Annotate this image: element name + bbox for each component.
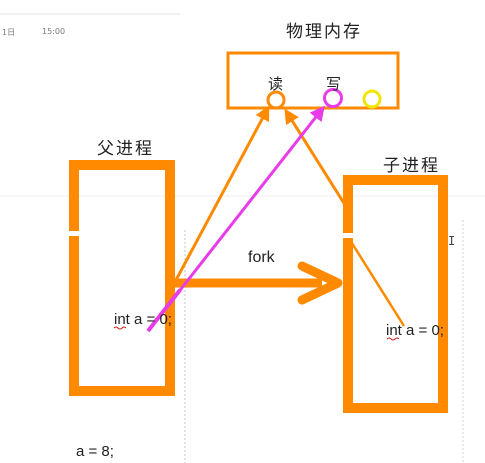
physical-memory-title: 物理内存 — [286, 22, 362, 42]
header-time: 15:00 — [42, 27, 66, 36]
new-copy-slot-circle — [362, 89, 382, 109]
write-slot-circle — [323, 88, 343, 108]
parent-process-box — [69, 160, 175, 396]
child-process-title: 子进程 — [383, 156, 440, 176]
spellcheck-underline-child — [386, 337, 400, 341]
child-variable-link — [348, 239, 406, 327]
child-process-box — [343, 175, 448, 413]
read-label: 读 — [268, 75, 284, 93]
child-box-gap — [342, 233, 354, 238]
parent-variable-stroke — [146, 288, 182, 333]
child-variable-code: int a = 0; — [386, 322, 444, 339]
write-label: 写 — [326, 75, 342, 93]
fork-arrow-head — [297, 261, 343, 305]
parent-box-gap — [68, 231, 80, 236]
parent-variable-code: int a = 0; — [114, 311, 172, 328]
parent-process-title: 父进程 — [97, 139, 154, 159]
text-cursor-icon: I — [448, 234, 456, 248]
spellcheck-underline-parent — [113, 326, 127, 330]
fork-label: fork — [248, 249, 275, 266]
child-read-arrow — [284, 108, 354, 217]
parent-assignment-code: a = 8; — [76, 443, 114, 460]
read-slot-circle — [266, 90, 286, 110]
parent-read-arrow — [174, 105, 270, 281]
header-date: 1日 — [2, 28, 16, 37]
